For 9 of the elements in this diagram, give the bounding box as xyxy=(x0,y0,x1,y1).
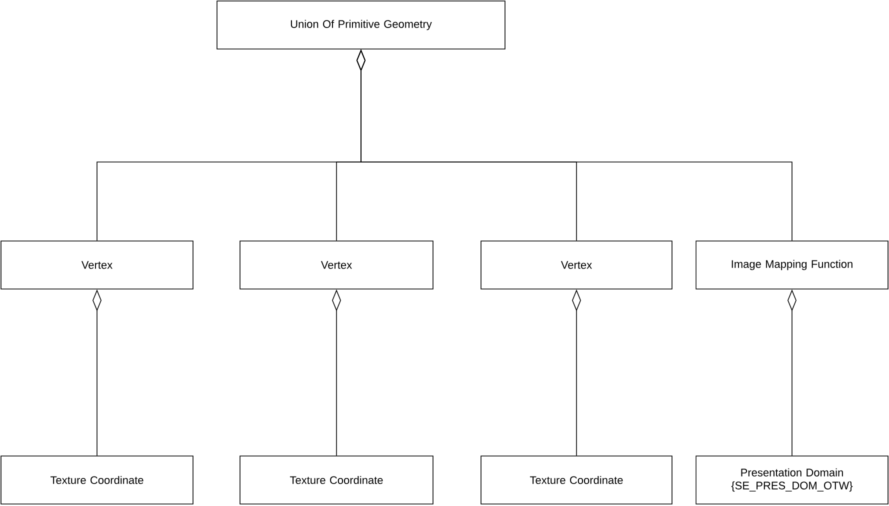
class-box: Vertex xyxy=(0,240,194,290)
class-box: Texture Coordinate xyxy=(240,456,434,504)
class-box: Presentation Domain {SE_PRES_DOM_OTW} xyxy=(696,456,888,504)
class-box: Texture Coordinate xyxy=(480,456,672,504)
class-box: Vertex xyxy=(480,240,672,290)
class-box: Union Of Primitive Geometry xyxy=(216,0,506,50)
class-box: Texture Coordinate xyxy=(0,456,194,504)
class-box: Image Mapping Function xyxy=(696,240,888,290)
class-box: Vertex xyxy=(240,240,434,290)
